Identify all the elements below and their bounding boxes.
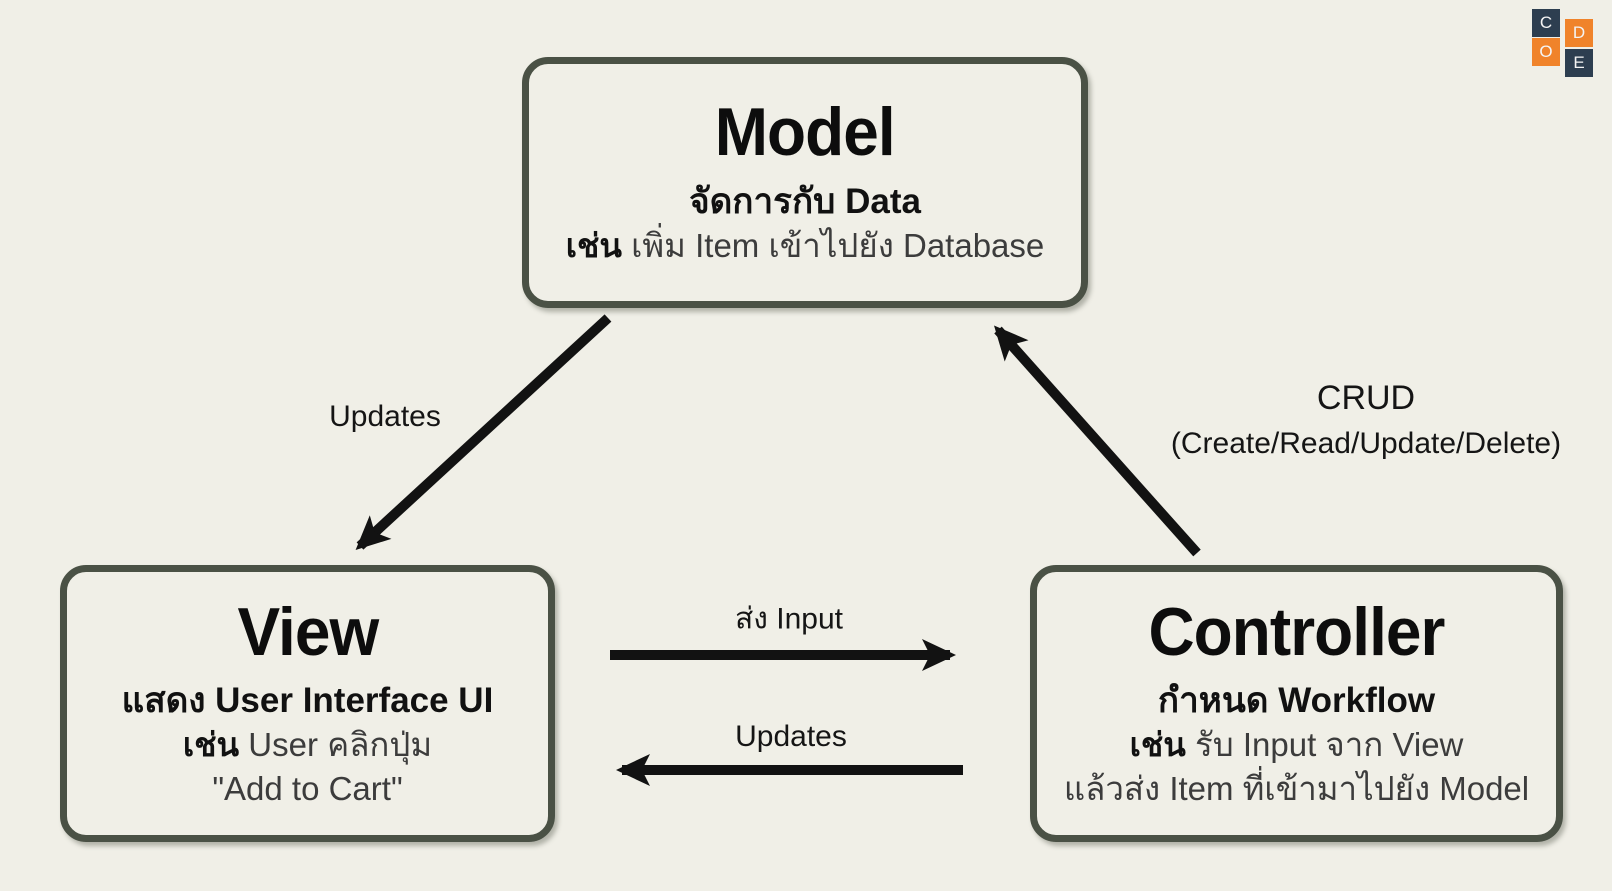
label-crud: CRUD (Create/Read/Update/Delete) bbox=[1171, 375, 1561, 465]
arrow-controller-to-model bbox=[994, 325, 1201, 557]
view-title: View bbox=[237, 593, 379, 670]
view-example-prefix: เช่น bbox=[182, 726, 240, 764]
model-box: Model จัดการกับ Data เช่น เพิ่ม Item เข้… bbox=[522, 57, 1088, 308]
model-example-prefix: เช่น bbox=[565, 227, 622, 265]
controller-subtitle: กำหนด Workflow bbox=[1157, 680, 1436, 720]
crud-subtitle: (Create/Read/Update/Delete) bbox=[1170, 426, 1562, 460]
logo-square-c: C bbox=[1532, 9, 1560, 37]
code-logo: C O D E bbox=[1532, 8, 1594, 78]
label-send-input: ส่ง Input bbox=[734, 602, 844, 636]
view-example-line2: "Add to Cart" bbox=[212, 769, 403, 807]
controller-example-rest: รับ Input จาก View bbox=[1185, 726, 1464, 764]
controller-example-prefix: เช่น bbox=[1129, 726, 1186, 764]
logo-square-d: D bbox=[1565, 19, 1593, 47]
model-example: เช่น เพิ่ม Item เข้าไปยัง Database bbox=[566, 224, 1045, 268]
view-box: View แสดง User Interface UI เช่น User คล… bbox=[60, 565, 555, 842]
label-updates-model-view: Updates bbox=[329, 400, 441, 433]
model-example-rest: เพิ่ม Item เข้าไปยัง Database bbox=[621, 227, 1045, 265]
model-subtitle: จัดการกับ Data bbox=[689, 181, 921, 221]
model-title: Model bbox=[715, 94, 896, 171]
arrow-model-to-view bbox=[355, 314, 612, 551]
controller-example-line2: แล้วส่ง Item ที่เข้ามาไปยัง Model bbox=[1063, 769, 1530, 807]
logo-square-e: E bbox=[1565, 49, 1593, 77]
logo-square-o: O bbox=[1532, 38, 1560, 66]
view-subtitle: แสดง User Interface UI bbox=[121, 680, 494, 720]
controller-example: เช่น รับ Input จาก View bbox=[1130, 723, 1464, 767]
crud-title: CRUD bbox=[1316, 379, 1416, 418]
controller-box: Controller กำหนด Workflow เช่น รับ Input… bbox=[1030, 565, 1563, 842]
label-updates-controller-view: Updates bbox=[735, 720, 847, 753]
controller-title: Controller bbox=[1148, 593, 1445, 670]
view-example: เช่น User คลิกปุ่ม bbox=[183, 723, 432, 767]
view-example-rest: User คลิกปุ่ม bbox=[239, 726, 433, 764]
